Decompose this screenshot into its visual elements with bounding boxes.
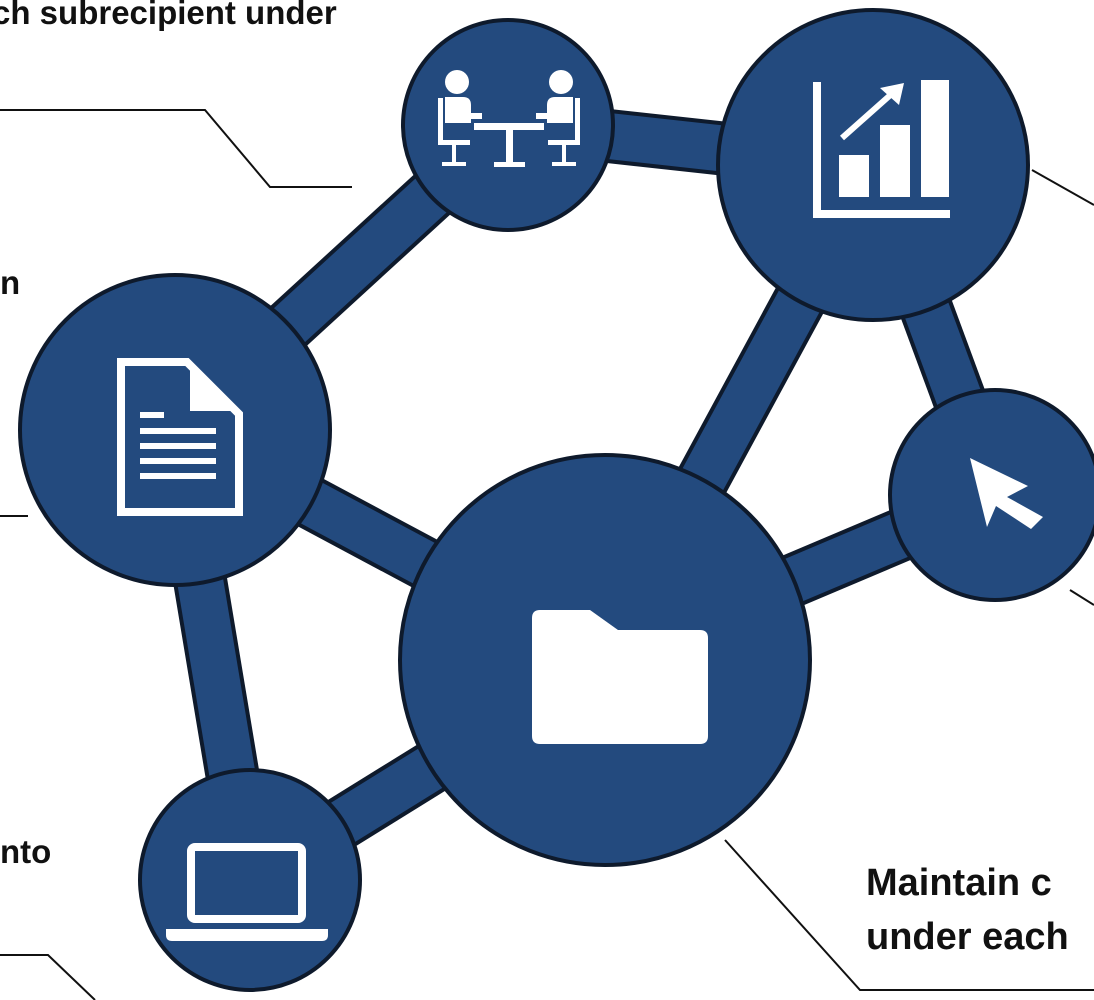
leader-line-laptop — [0, 954, 96, 1000]
folder-icon — [532, 610, 708, 744]
label-left-middle: n — [0, 264, 20, 301]
laptop-icon — [166, 843, 328, 941]
leader-line-meeting — [0, 109, 352, 188]
document-icon — [117, 358, 243, 516]
node-chart — [716, 8, 1030, 322]
node-laptop — [138, 768, 362, 992]
meeting-people-table-icon — [438, 70, 580, 167]
leader-line-cursor — [1069, 589, 1094, 606]
leader-lines — [0, 109, 1094, 1000]
label-top: ch subrecipient under — [0, 0, 337, 31]
mouse-cursor-icon — [970, 458, 1043, 529]
label-bottom-right-line1: Maintain c — [866, 862, 1052, 904]
leader-line-folder — [724, 839, 1094, 991]
leader-line-chart — [1031, 169, 1094, 206]
label-bottom-right-line2: under each — [866, 916, 1069, 958]
label-lower-left: nto — [0, 833, 51, 870]
bar-chart-growth-icon — [813, 80, 950, 218]
